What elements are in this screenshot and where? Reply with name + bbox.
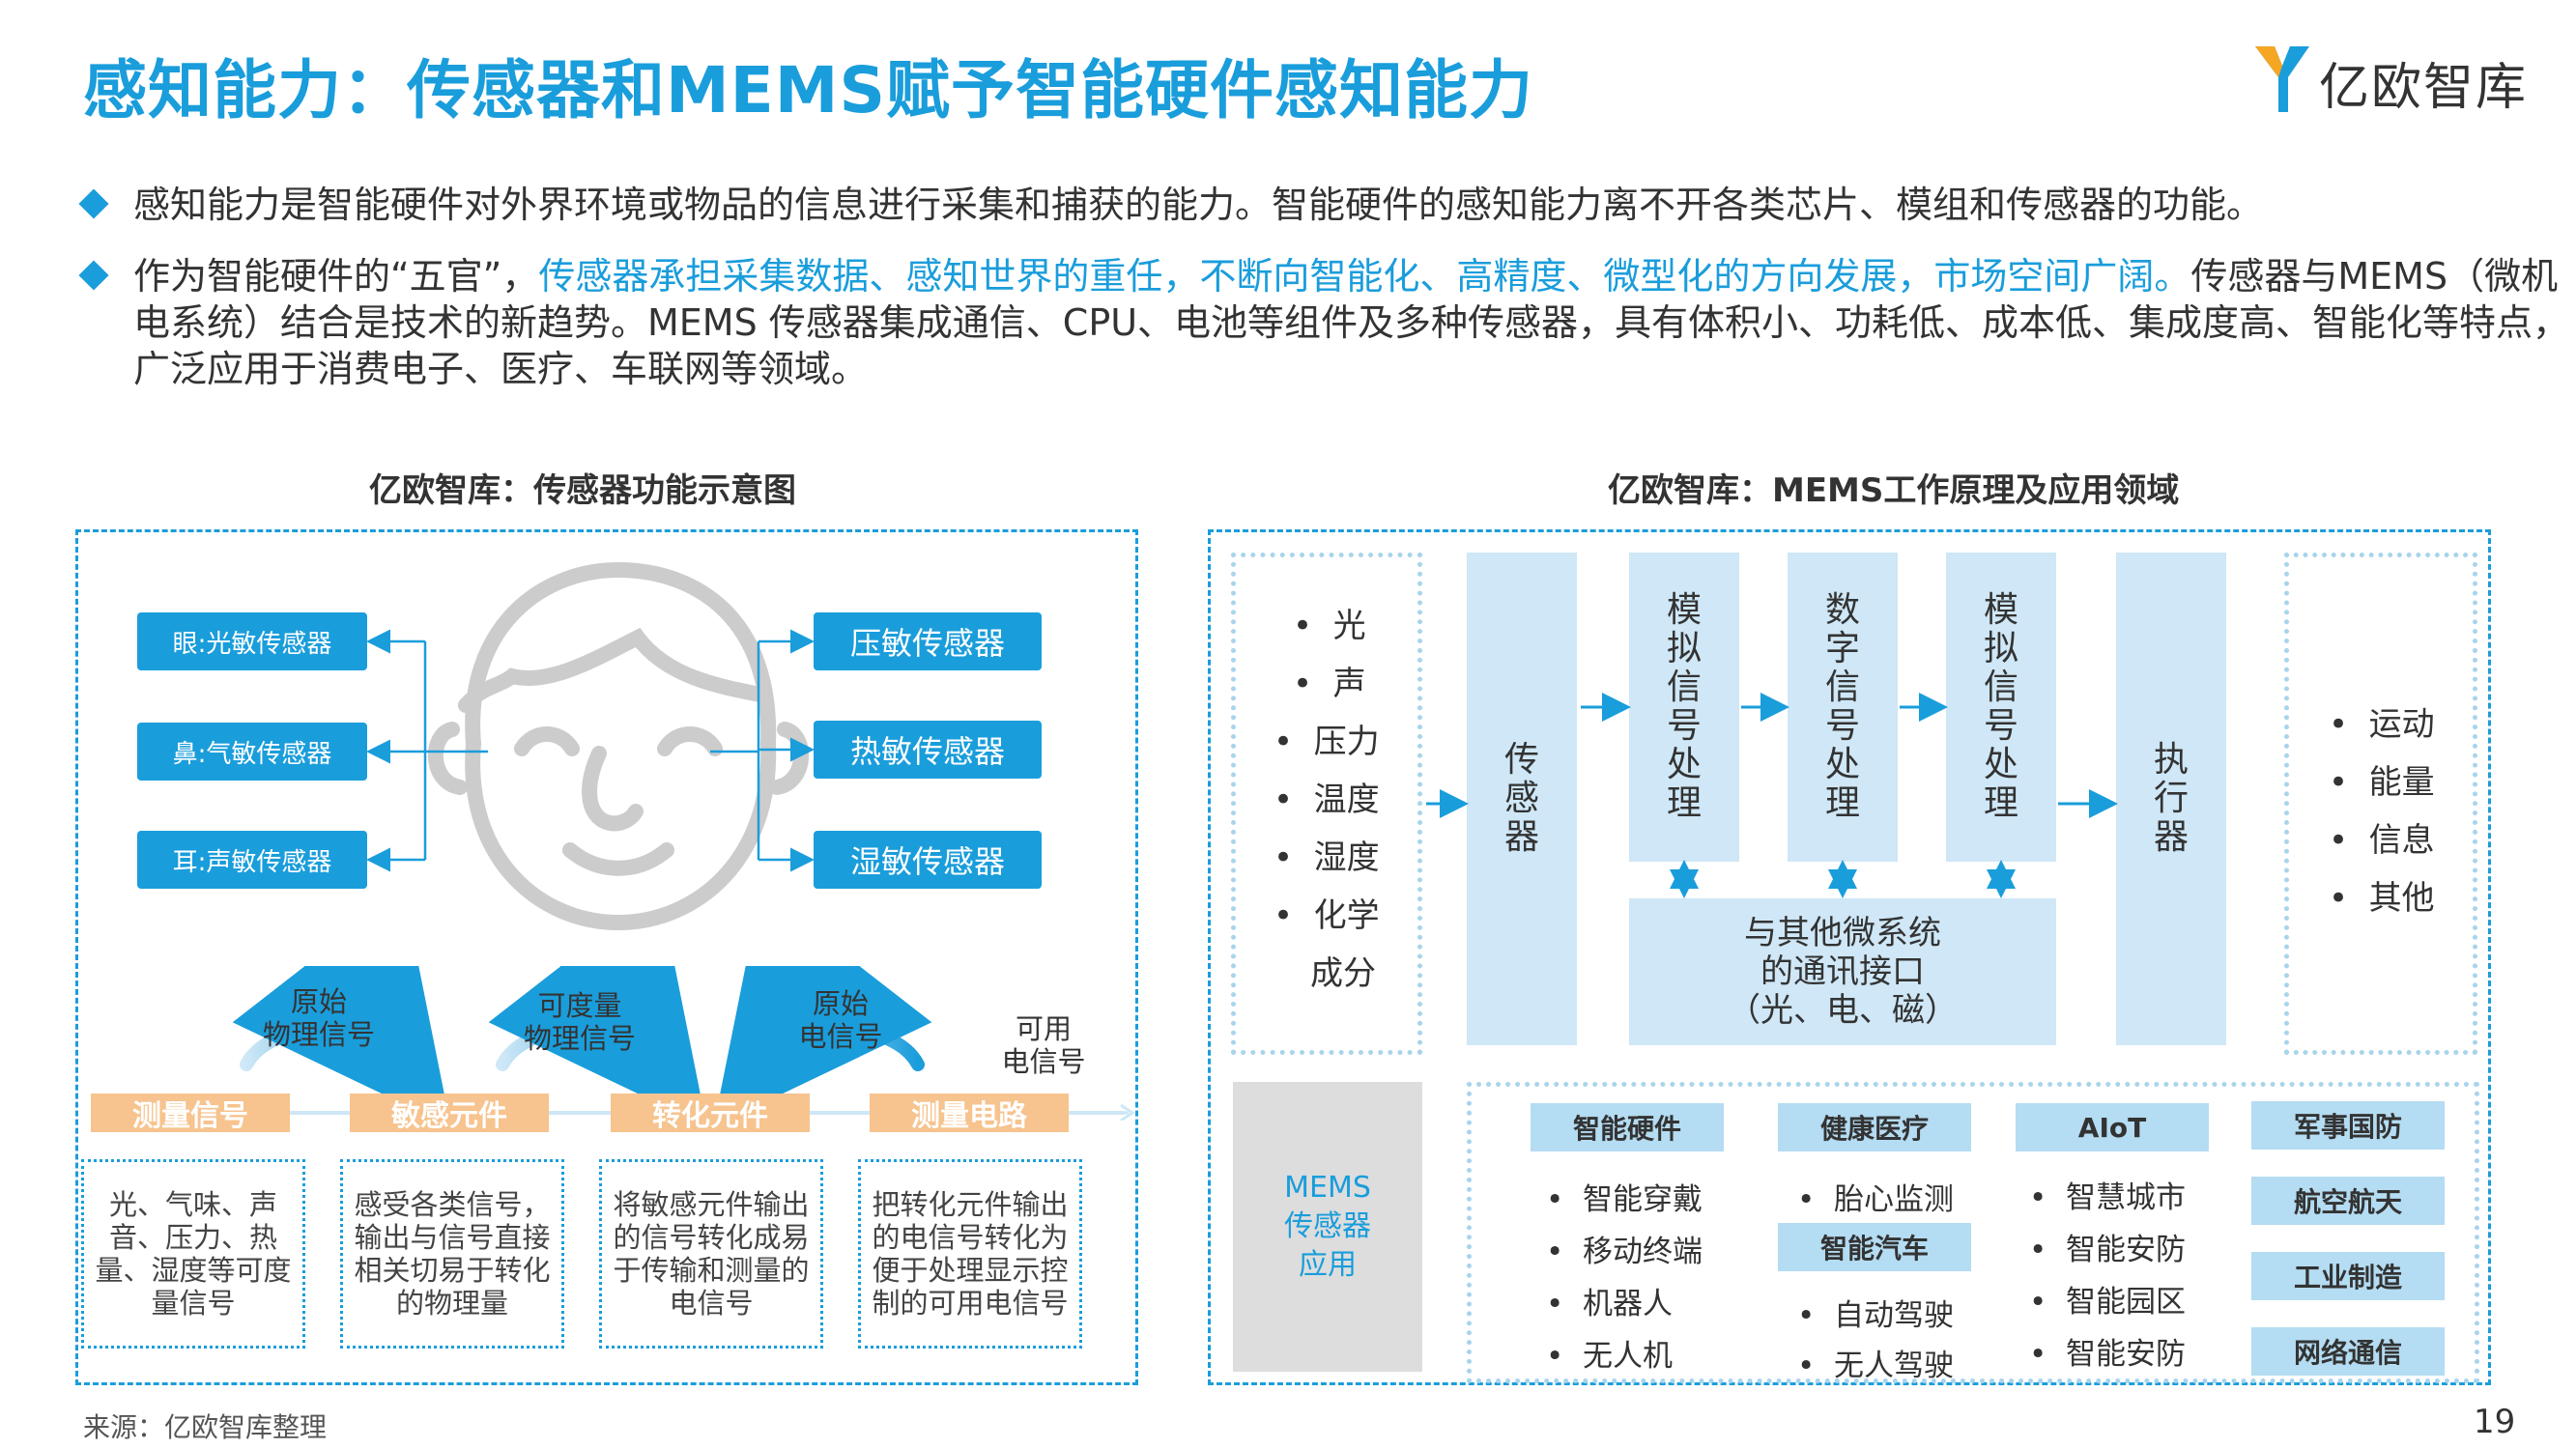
- input-item: • 声: [1293, 665, 1366, 703]
- input-item: 成分: [1310, 954, 1376, 993]
- left-diagram-frame: [75, 529, 1138, 1385]
- logo: 亿欧智库: [2251, 39, 2541, 117]
- bullet-2-text-a: 作为智能硬件的“五官”，: [133, 255, 539, 298]
- tag-military: 军事国防: [2251, 1101, 2445, 1150]
- logo-text: 亿欧智库: [2319, 59, 2529, 117]
- tag-aerospace: 航空航天: [2251, 1177, 2445, 1225]
- desc-conversion-element: 将敏感元件输出的信号转化成易于传输和测量的电信号: [599, 1159, 823, 1349]
- bullet-2-highlight: 传感器承担采集数据、感知世界的重任，不断向智能化、高精度、微型化的方向发展，市场…: [538, 255, 2191, 298]
- output-item: • 能量: [2329, 763, 2435, 802]
- logo-mark-icon: [2255, 46, 2309, 112]
- sensor-connectors: [366, 629, 815, 872]
- flow-arrows: [232, 966, 1135, 1121]
- input-item: • 化学: [1274, 896, 1380, 935]
- inputs-box: [1231, 553, 1422, 1055]
- source-note: 来源：亿欧智库整理: [83, 1411, 328, 1443]
- app-item: • 移动终端: [1546, 1235, 1703, 1269]
- input-item: • 压力: [1274, 723, 1380, 761]
- face-icon: [427, 561, 810, 931]
- tag-aiot: AIoT: [2016, 1103, 2209, 1151]
- page-title: 感知能力：传感器和MEMS赋予智能硬件感知能力: [83, 53, 1533, 128]
- actuator-block: 执行器: [2116, 553, 2226, 1045]
- app-item: • 自动驾驶: [1797, 1298, 1954, 1333]
- input-item: • 湿度: [1274, 838, 1380, 877]
- sensor-nose: 鼻:气敏传感器: [137, 723, 367, 781]
- tag-smart-hardware: 智能硬件: [1531, 1103, 1724, 1151]
- step-measure-circuit: 测量电路: [870, 1094, 1069, 1133]
- step-sensitive-element: 敏感元件: [350, 1094, 549, 1133]
- app-item: • 智能园区: [2029, 1285, 2186, 1320]
- app-item: • 机器人: [1546, 1287, 1673, 1321]
- analog-processing-1: 模拟信号处理: [1629, 553, 1739, 862]
- step-baseline: [91, 1111, 1125, 1115]
- tag-smart-car: 智能汽车: [1778, 1223, 1971, 1271]
- sensor-eye: 眼:光敏传感器: [137, 612, 367, 670]
- app-item: • 智能安防: [2029, 1337, 2186, 1372]
- analog-processing-2: 模拟信号处理: [1946, 553, 2056, 862]
- desc-sensitive-element: 感受各类信号，输出与信号直接相关切易于转化的物理量: [340, 1159, 564, 1349]
- outputs-list: • 运动 • 能量 • 信息 • 其他: [2319, 697, 2464, 949]
- app-item: • 智慧城市: [2029, 1180, 2186, 1215]
- arrow-label-2: 可度量 物理信号: [523, 989, 636, 1055]
- digital-processing: 数字信号处理: [1788, 553, 1898, 862]
- apps-box: [1467, 1082, 2479, 1383]
- mems-app-label: MEMS 传感器 应用: [1233, 1082, 1422, 1372]
- output-item: • 运动: [2329, 705, 2435, 744]
- step-conversion-element: 转化元件: [611, 1094, 810, 1133]
- output-item: • 其他: [2329, 879, 2435, 918]
- app-item: • 智能安防: [2029, 1233, 2186, 1267]
- tag-industrial: 工业制造: [2251, 1252, 2445, 1300]
- mems-sensor-block: 传感器: [1467, 553, 1577, 1045]
- right-diagram-title: 亿欧智库：MEMS工作原理及应用领域: [1608, 471, 2180, 510]
- sensor-heat: 热敏传感器: [814, 721, 1042, 779]
- mems-flow-arrows: [1426, 693, 2118, 898]
- app-item: • 智能穿戴: [1546, 1182, 1703, 1217]
- desc-measure-circuit: 把转化元件输出的电信号转化为便于处理显示控制的可用电信号: [858, 1159, 1082, 1349]
- comm-interface-block: 与其他微系统 的通讯接口 （光、电、磁）: [1629, 898, 2056, 1045]
- arrow-label-4: 可用 电信号: [1001, 1012, 1086, 1078]
- outputs-box: [2284, 553, 2477, 1055]
- step-measure-signal: 测量信号: [91, 1094, 290, 1133]
- sensor-humidity: 湿敏传感器: [814, 831, 1042, 889]
- sensor-ear: 耳:声敏传感器: [137, 831, 367, 889]
- arrow-label-1: 原始 物理信号: [262, 985, 375, 1051]
- output-item: • 信息: [2329, 821, 2435, 860]
- app-item: • 无人机: [1546, 1339, 1673, 1374]
- bullet-2-text-b: 传感器与MEMS（微机电系统）结合是技术的新趋势。MEMS 传感器集成通信、CP…: [133, 255, 2570, 390]
- sensor-pressure: 压敏传感器: [814, 612, 1042, 670]
- app-item: • 胎心监测: [1797, 1182, 1954, 1217]
- left-diagram-title: 亿欧智库：传感器功能示意图: [369, 471, 796, 510]
- page-number: 19: [2474, 1403, 2516, 1441]
- input-item: • 光: [1293, 607, 1366, 645]
- inputs-list: • 光 • 声 • 压力 • 温度 • 湿度 • 化学 成分: [1256, 599, 1411, 1024]
- tag-network: 网络通信: [2251, 1327, 2445, 1376]
- desc-measure-signal: 光、气味、声音、压力、热量、湿度等可度量信号: [81, 1159, 305, 1349]
- tag-health-medical: 健康医疗: [1778, 1103, 1971, 1151]
- input-item: • 温度: [1274, 781, 1380, 819]
- app-item: • 无人驾驶: [1797, 1349, 1954, 1383]
- right-diagram-frame: [1208, 529, 2491, 1385]
- bullet-1-text: 感知能力是智能硬件对外界环境或物品的信息进行采集和捕获的能力。智能硬件的感知能力…: [133, 184, 2264, 226]
- arrow-label-3: 原始 电信号: [798, 987, 883, 1053]
